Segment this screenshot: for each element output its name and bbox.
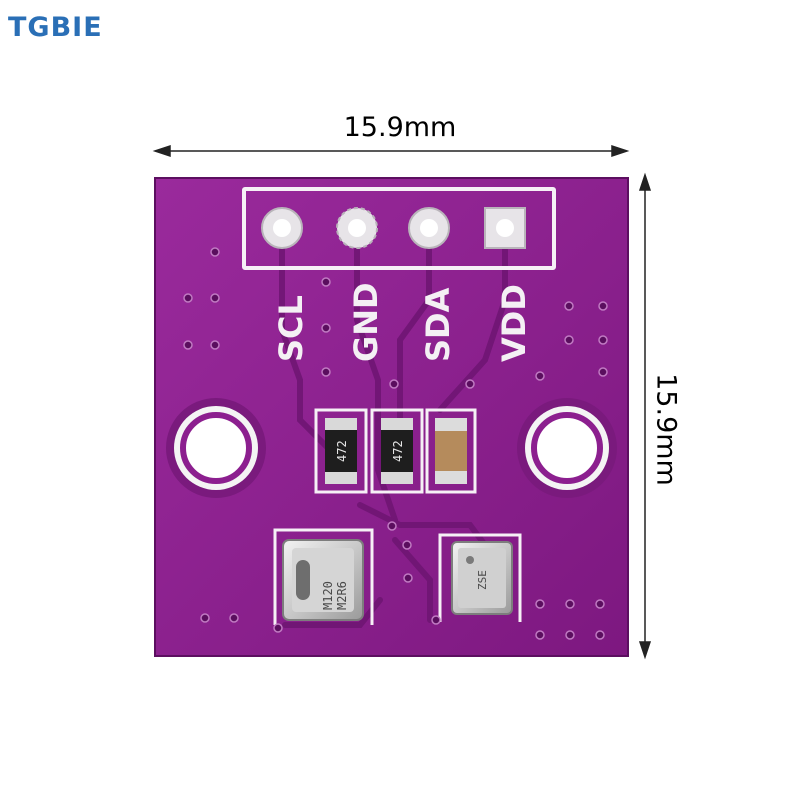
pressure-sensor-marking-2: M2R6 xyxy=(335,581,349,610)
capacitor xyxy=(435,418,467,484)
resistor-1-label: 472 xyxy=(335,440,349,462)
width-dimension-arrow xyxy=(152,144,630,158)
brand-logo: TGBIE xyxy=(8,12,103,43)
resistor-2 xyxy=(381,418,413,484)
pcb-board: SCL GND SDA VDD 472 xyxy=(154,177,629,657)
pin-label-gnd: GND xyxy=(347,282,385,362)
pressure-sensor xyxy=(282,539,364,621)
header-pins xyxy=(261,207,526,249)
pin-label-vdd: VDD xyxy=(495,284,533,362)
mounting-hole-left xyxy=(166,398,266,498)
humidity-sensor xyxy=(451,541,513,615)
width-dimension-label: 15.9mm xyxy=(343,112,457,143)
pin-label-sda: SDA xyxy=(419,287,457,362)
vias xyxy=(183,247,608,640)
height-dimension-arrow xyxy=(638,172,652,660)
humidity-sensor-marking: ZSE xyxy=(476,570,489,590)
resistor-2-label: 472 xyxy=(391,440,405,462)
pin-label-scl: SCL xyxy=(272,295,310,362)
resistor-1 xyxy=(325,418,357,484)
pressure-sensor-marking-1: M120 xyxy=(321,581,335,610)
mounting-hole-right xyxy=(517,398,617,498)
